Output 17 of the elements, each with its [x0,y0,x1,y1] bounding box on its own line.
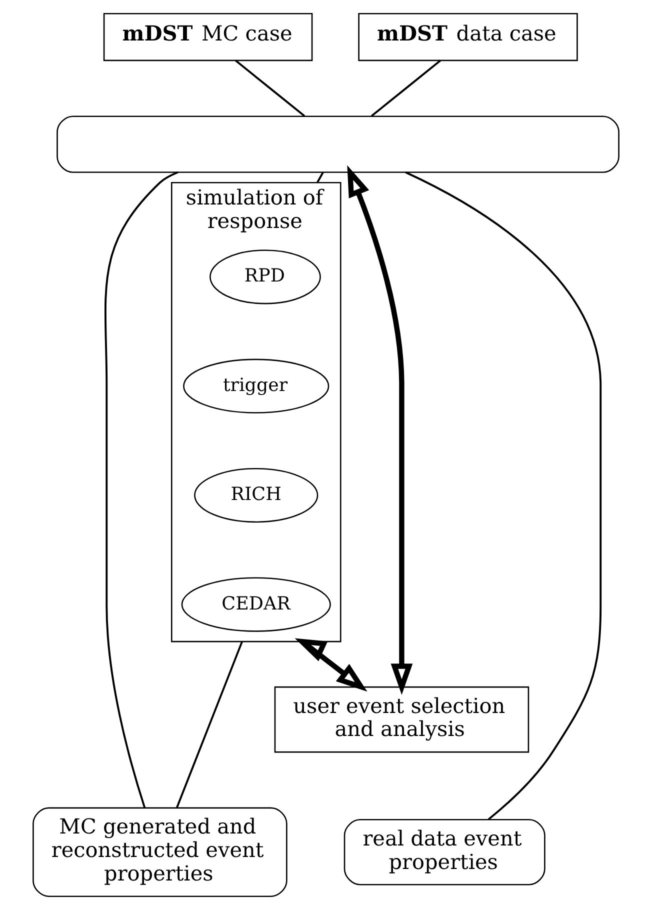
arrow [294,638,367,692]
connector [404,171,602,820]
node-box [56,116,619,173]
connector [316,172,324,184]
node-box: real data event properties [343,819,545,886]
node-ellipse: RICH [194,468,318,523]
connector [234,60,305,117]
node-ellipse: trigger [182,358,329,414]
connector [176,641,242,808]
node-ellipse: CEDAR [180,577,330,632]
node-ellipse: RPD [209,250,320,304]
node-box: mDST MC case [102,13,312,62]
node-box: mDST data case [358,13,578,62]
connector [370,60,441,117]
node-box: user event selection and analysis [274,686,529,753]
node-box: MC generated and reconstructed event properties [32,807,287,897]
arrow [346,165,412,695]
